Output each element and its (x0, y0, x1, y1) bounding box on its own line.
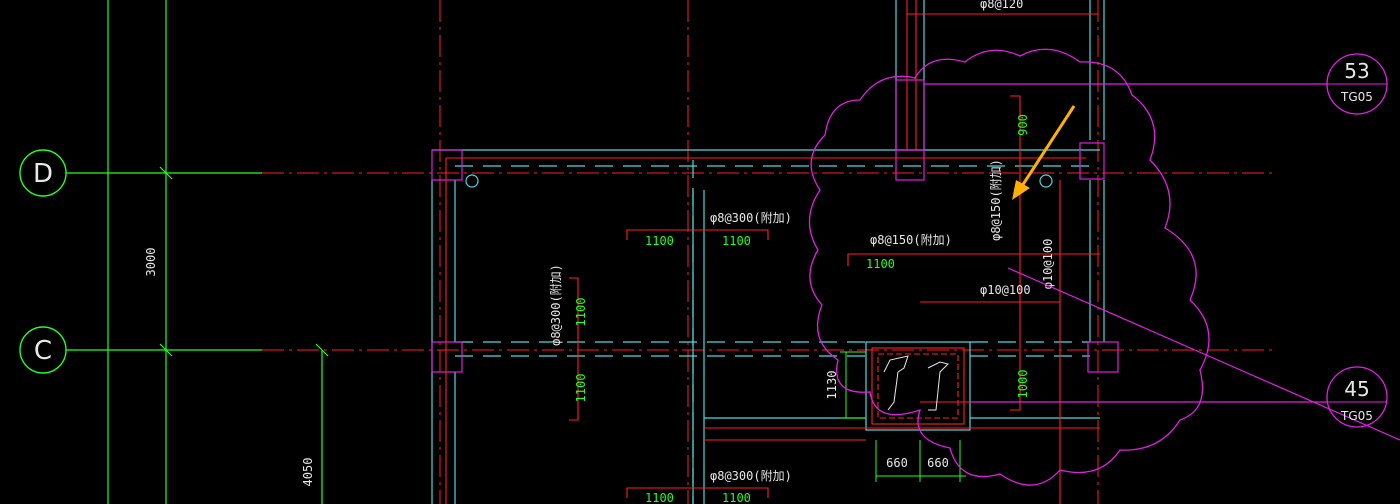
rebar-main-horizontal: φ10@100 (980, 283, 1031, 297)
dimension-opening-height: 1130 (825, 371, 839, 400)
axis-label-c: C (34, 336, 52, 366)
rebar-lines (445, 0, 1100, 504)
sheet-tag-45-sheet: TG05 (1340, 409, 1373, 423)
opening-detail (883, 355, 949, 411)
rebar-bottom-label: φ8@300(附加) (710, 469, 792, 483)
axis-bubble-d[interactable]: D (19, 149, 67, 197)
rebar-bottom-len-a: 1100 (645, 491, 674, 504)
dimension-opening-right: 660 (927, 456, 949, 470)
column-marker-right (1039, 174, 1053, 188)
rebar-bottom-len-b: 1100 (722, 491, 751, 504)
columns (431, 79, 1119, 373)
sheet-tag-53-sheet: TG05 (1340, 90, 1373, 104)
rebar-cloud-horizontal-label: φ8@150(附加) (870, 233, 952, 247)
rebar-main-vertical: φ10@100 (1041, 239, 1055, 290)
rebar-vertical-left-label: φ8@300(附加) (549, 264, 563, 346)
leader-lines (924, 83, 1400, 441)
dimension-opening-left: 660 (886, 456, 908, 470)
dimension-span-lower: 4050 (301, 458, 315, 487)
sheet-tag-45[interactable]: 45 TG05 (1326, 366, 1388, 428)
rebar-mid-left-label: φ8@300(附加) (710, 211, 792, 225)
column-marker-left (465, 174, 479, 188)
rebar-cloud-vertical-len-bottom: 1000 (1016, 370, 1030, 399)
rebar-mid-left-len-b: 1100 (722, 234, 751, 248)
rebar-mid-left-len-a: 1100 (645, 234, 674, 248)
opening-dimensions (840, 351, 966, 482)
dimension-span-dc: 3000 (144, 248, 158, 277)
rebar-top-upper: φ8@120 (980, 0, 1023, 11)
dimension-lines-left (66, 0, 329, 504)
rebar-cloud-vertical-len-top: 900 (1016, 114, 1030, 136)
markup-arrow-icon (1012, 105, 1076, 200)
sheet-tag-53[interactable]: 53 TG05 (1326, 53, 1388, 115)
rebar-vertical-left-len-top: 1100 (574, 298, 588, 327)
revision-cloud[interactable] (808, 48, 1210, 486)
rebar-cloud-horizontal-len: 1100 (866, 257, 895, 271)
wall-outlines (431, 0, 1105, 504)
sheet-tag-45-number: 45 (1344, 377, 1369, 401)
rebar-vertical-left-len-bottom: 1100 (574, 374, 588, 403)
rebar-cloud-vertical-label: φ8@150(附加) (989, 159, 1003, 241)
beam-dashed-lines (455, 160, 1090, 504)
axis-label-d: D (33, 159, 53, 189)
sheet-tag-53-number: 53 (1344, 59, 1369, 83)
axis-bubble-c[interactable]: C (19, 326, 67, 374)
